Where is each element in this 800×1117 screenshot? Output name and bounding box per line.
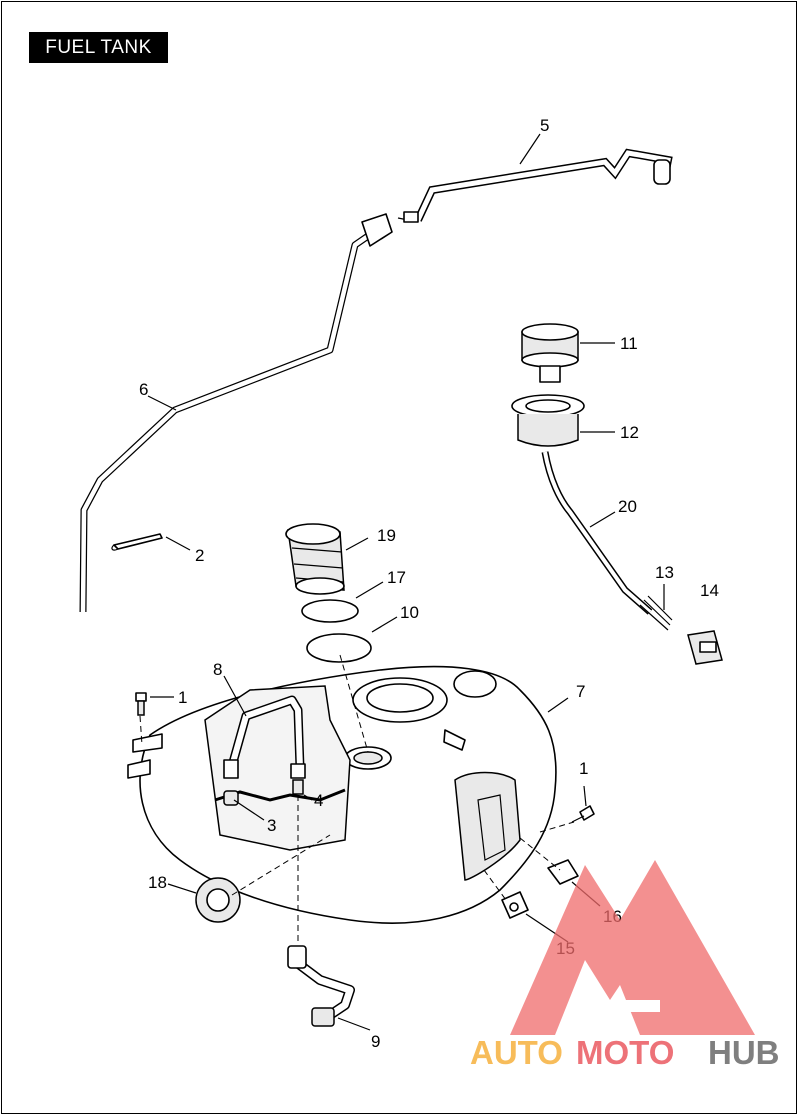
- tank-emblem-part-18: [195, 877, 241, 923]
- gasket-part-17: [301, 599, 359, 623]
- vent-hose-part-5: [397, 148, 673, 223]
- screw-part-1-front: [135, 692, 147, 716]
- callout-3: 3: [267, 816, 276, 835]
- gauge-harness-part-20: [541, 451, 673, 631]
- callout-14: 14: [700, 581, 719, 600]
- watermark-hub: HUB: [708, 1034, 780, 1071]
- rear-mount-part-15: [501, 891, 529, 919]
- page-title: FUEL TANK: [29, 32, 168, 63]
- watermark-triangle-mark: [510, 860, 755, 1035]
- callout-5: 5: [540, 116, 549, 135]
- connector-part-14: [687, 630, 723, 665]
- automotohub-watermark: AUTO MOTO HUB: [470, 860, 780, 1071]
- callout-9: 9: [371, 1032, 380, 1051]
- callout-7: 7: [576, 682, 585, 701]
- watermark-moto: MOTO: [576, 1034, 674, 1071]
- callout-1-front: 1: [178, 688, 187, 707]
- callout-13: 13: [655, 563, 674, 582]
- alignment-lines: [139, 654, 575, 945]
- fuel-cap-part-19: [285, 523, 345, 595]
- gauge-grommet-part-12: [511, 394, 585, 447]
- fitting-part-3: [223, 790, 239, 806]
- callout-19: 19: [377, 526, 396, 545]
- fuel-line-part-9: [287, 945, 355, 1027]
- fitting-part-4: [290, 763, 306, 795]
- callout-11: 11: [620, 334, 638, 353]
- callout-6: 6: [139, 380, 148, 399]
- watermark-auto: AUTO: [470, 1034, 563, 1071]
- callout-17: 17: [387, 568, 406, 587]
- callout-12: 12: [620, 423, 639, 442]
- vent-hose-part-6: [79, 213, 393, 613]
- fuel-tank-part-7: [127, 665, 557, 924]
- screw-part-1-rear: [571, 805, 595, 823]
- crossover-hose-part-8: [223, 695, 305, 779]
- callout-10: 10: [400, 603, 419, 622]
- callout-20: 20: [618, 497, 637, 516]
- callout-8: 8: [213, 660, 222, 679]
- callout-2: 2: [195, 546, 204, 565]
- gasket-part-10: [306, 633, 372, 663]
- callout-18: 18: [148, 873, 167, 892]
- fuel-gauge-part-11: [521, 323, 579, 383]
- callout-1-rear: 1: [579, 759, 588, 778]
- callout-4: 4: [314, 791, 323, 810]
- hose-clip-part-2: [111, 533, 163, 551]
